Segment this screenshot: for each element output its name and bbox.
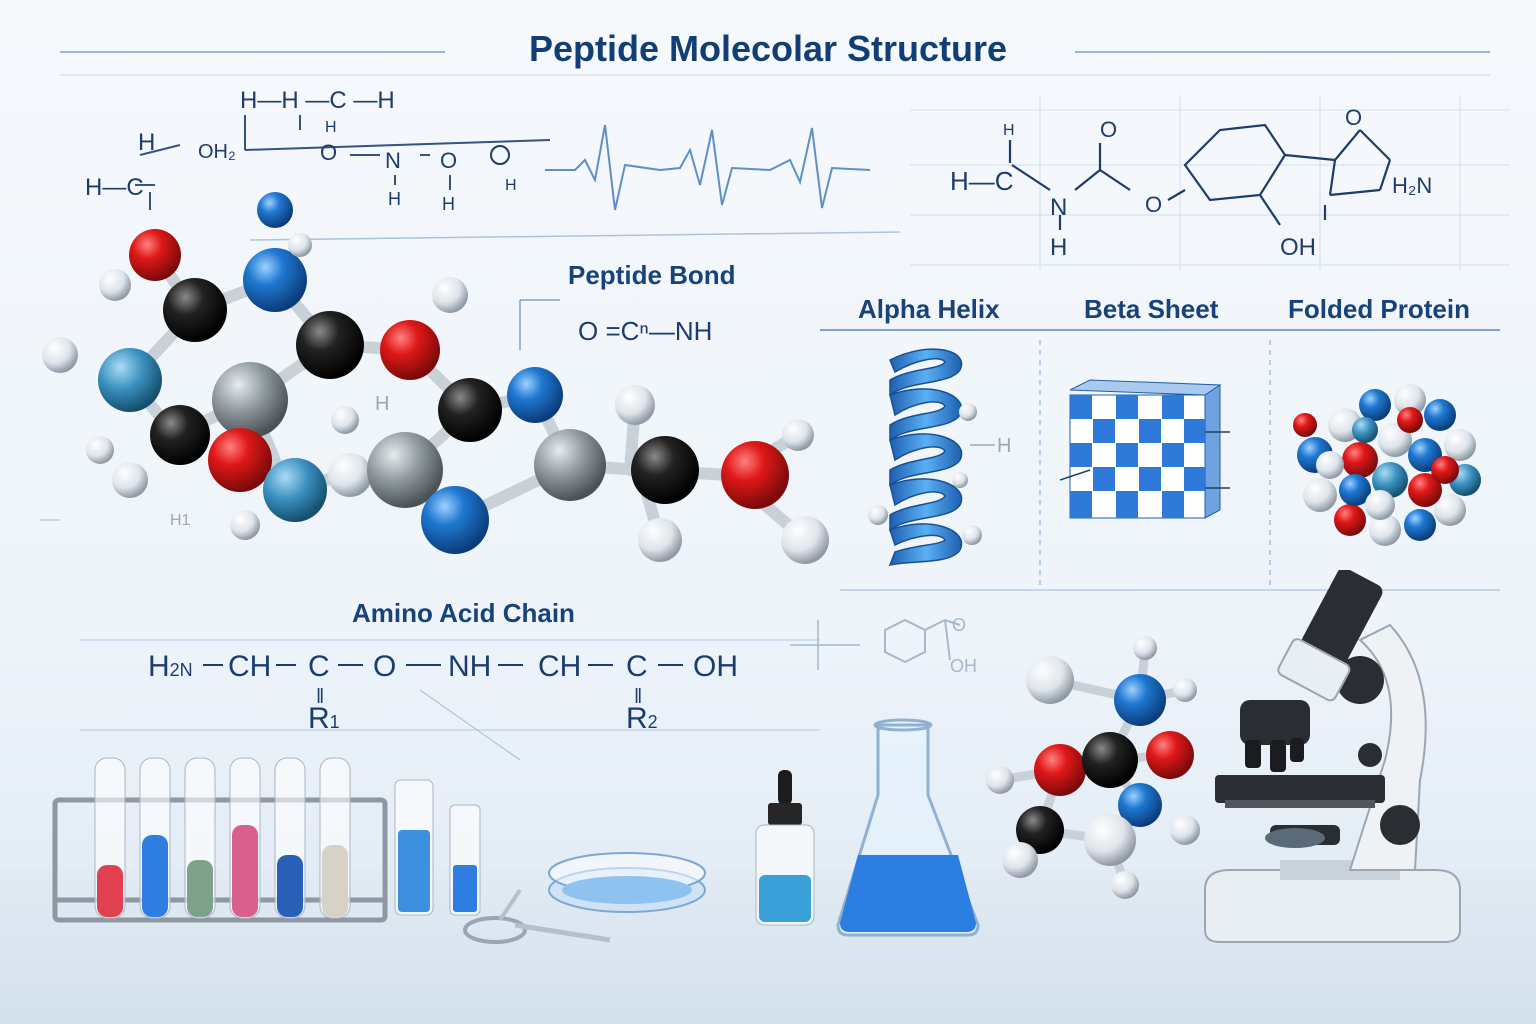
sketch-text: H: [1050, 234, 1067, 261]
microscope: [1204, 570, 1461, 943]
chain-part: CH: [538, 650, 582, 683]
amino-acid-chain-label: Amino Acid Chain: [352, 598, 575, 628]
ball-and-stick-molecule: H H1: [42, 192, 829, 564]
chain-part: C: [626, 650, 648, 683]
small-molecule-model: [986, 636, 1200, 899]
dropper-bottle: [755, 770, 815, 926]
sketch-text: H: [442, 194, 455, 214]
sketch-text: H: [997, 435, 1011, 457]
sketch-text: O: [1145, 192, 1162, 217]
vials: [394, 779, 481, 916]
amino-acid-chain-formula: H2N CH C ‖ R1 O NH CH C ‖ R2 OH: [148, 650, 738, 735]
sketch-text: H—C: [85, 174, 144, 201]
alpha-helix-label: Alpha Helix: [858, 294, 1000, 324]
beta-sheet-graphic: [1060, 379, 1230, 519]
top-right-structure-sketch: H—C N O O O OH H₂N H H: [950, 105, 1432, 261]
chain-r2: R2: [626, 702, 658, 735]
chain-part: NH: [448, 650, 492, 683]
sketch-text: H: [138, 129, 155, 156]
sketch-text: OH₂: [198, 141, 236, 163]
chain-part: CH: [228, 650, 272, 683]
sketch-text: N: [385, 148, 401, 173]
sketch-text: N: [1050, 194, 1067, 221]
chain-part: OH: [693, 650, 738, 683]
chain-h2n: H2N: [148, 650, 193, 683]
chain-part: C: [308, 650, 330, 683]
faint-oh-label: OH: [950, 656, 977, 676]
page-title: Peptide Molecolar Structure: [528, 28, 1008, 69]
sketch-text: H—C: [950, 166, 1014, 196]
erlenmeyer-flask: [836, 718, 980, 937]
sketch-text: OH: [1280, 234, 1316, 261]
test-tube-rack: [52, 757, 388, 923]
sketch-text: H—H —C —H: [240, 87, 395, 114]
sketch-text: O: [1345, 105, 1362, 130]
beta-sheet-label: Beta Sheet: [1084, 294, 1219, 324]
sketch-text: O: [320, 140, 337, 165]
tweezers: [463, 888, 611, 944]
top-left-structure-sketch: H—H —C —H H OH₂ O N O H—C H H H H: [85, 87, 550, 214]
alpha-helix-graphic: H: [868, 348, 1011, 567]
sketch-text: H: [325, 119, 337, 136]
petri-dish: [548, 852, 706, 913]
chain-r1: R1: [308, 702, 340, 735]
chain-part: O: [373, 650, 397, 683]
faint-o-label: O: [952, 615, 967, 635]
peptide-bond-label: Peptide Bond: [568, 260, 736, 290]
sketch-text: H: [388, 189, 401, 209]
sketch-text: H₂N: [1392, 173, 1432, 198]
svg-text:H: H: [505, 177, 517, 194]
folded-protein-graphic: [1293, 384, 1481, 546]
sketch-text: O: [440, 148, 457, 173]
svg-text:H: H: [375, 393, 389, 415]
peptide-bond-formula: O =Cⁿ—NH: [578, 316, 713, 346]
sketch-text: H1: [170, 512, 191, 529]
folded-protein-label: Folded Protein: [1288, 294, 1470, 324]
sketch-text: H: [1003, 122, 1015, 139]
sketch-text: O: [1100, 117, 1117, 142]
